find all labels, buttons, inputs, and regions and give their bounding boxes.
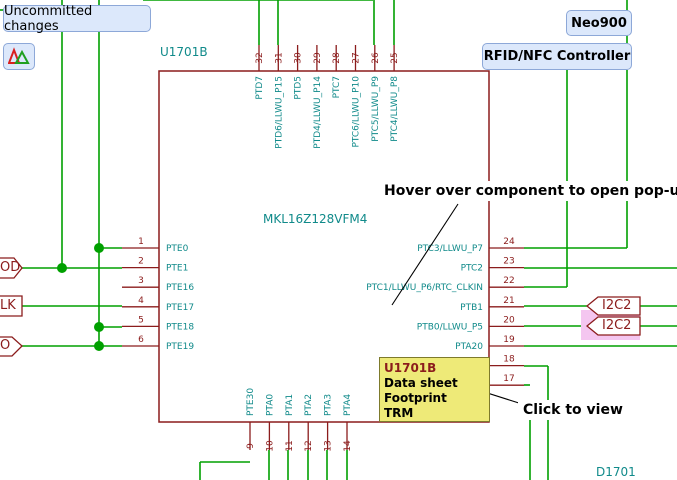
pin-number-32: 32 xyxy=(255,52,265,63)
hierarchical-labels[interactable] xyxy=(0,257,641,357)
pin-number-20: 20 xyxy=(503,315,515,325)
pin-name-3: PTE16 xyxy=(166,283,194,293)
triangles-icon xyxy=(8,46,30,64)
pin-name-24: PTC3/LLWU_P7 xyxy=(417,244,483,254)
popup-trm-link[interactable]: TRM xyxy=(384,406,414,420)
pin-number-30: 30 xyxy=(294,52,304,64)
pin-name-27: PTC6/LLWU_P10 xyxy=(352,76,362,148)
pin-name-23: PTC2 xyxy=(461,264,483,274)
pin-name-5: PTE18 xyxy=(166,322,194,332)
pin-name-20: PTB0/LLWU_P5 xyxy=(417,322,483,332)
net-label-i2c2-b[interactable]: I2C2 xyxy=(602,318,632,333)
neo900-label: Neo900 xyxy=(571,15,627,31)
pin-number-28: 28 xyxy=(332,52,342,64)
component-pins xyxy=(122,45,524,450)
popup-datasheet-link[interactable]: Data sheet xyxy=(384,376,458,390)
click-callout: Click to view xyxy=(518,400,628,420)
pin-number-22: 22 xyxy=(503,276,514,286)
pin-number-21: 21 xyxy=(503,296,514,306)
pin-name-30: PTD5 xyxy=(294,76,304,100)
pin-number-26: 26 xyxy=(371,52,381,64)
pin-name-11: PTA1 xyxy=(285,394,295,416)
pin-number-19: 19 xyxy=(503,335,515,345)
pin-name-29: PTD4/LLWU_P14 xyxy=(313,76,323,149)
pin-name-1: PTE0 xyxy=(166,244,189,254)
pin-number-25: 25 xyxy=(390,52,400,63)
net-label-lk[interactable]: LK xyxy=(0,298,16,313)
pin-number-5: 5 xyxy=(138,315,144,325)
pin-name-13: PTA3 xyxy=(324,394,334,416)
pin-name-19: PTA20 xyxy=(455,342,483,352)
hover-arrow xyxy=(391,203,459,306)
pin-number-29: 29 xyxy=(313,52,323,64)
pin-name-4: PTE17 xyxy=(166,303,194,313)
net-label-od[interactable]: OD xyxy=(0,260,21,275)
pin-name-9: PTE30 xyxy=(246,388,256,416)
pin-number-11: 11 xyxy=(285,440,295,451)
pin-name-21: PTB1 xyxy=(460,303,483,313)
uncommitted-changes-label: Uncommitted changes xyxy=(4,3,93,34)
pin-number-12: 12 xyxy=(304,440,314,451)
pin-name-22: PTC1/LLWU_P6/RTC_CLKIN xyxy=(366,283,483,293)
pin-number-31: 31 xyxy=(274,52,284,63)
pin-number-3: 3 xyxy=(138,276,144,286)
pin-name-10: PTA0 xyxy=(265,394,275,416)
component-ref: U1701B xyxy=(160,45,208,59)
component-body[interactable] xyxy=(158,70,490,423)
pin-number-13: 13 xyxy=(324,440,334,451)
pin-number-6: 6 xyxy=(138,335,144,345)
pin-number-18: 18 xyxy=(503,355,515,365)
pin-number-2: 2 xyxy=(138,257,144,267)
pin-number-10: 10 xyxy=(265,440,275,452)
net-label-o-shape[interactable] xyxy=(0,336,23,357)
pin-number-17: 17 xyxy=(503,374,514,384)
net-label-i2c2-a-shape[interactable] xyxy=(585,296,641,316)
pin-number-14: 14 xyxy=(343,440,353,452)
net-label-lk-shape[interactable] xyxy=(0,295,23,317)
pin-number-4: 4 xyxy=(138,296,144,306)
popup-footprint-link[interactable]: Footprint xyxy=(384,391,447,405)
hover-callout: Hover over component to open pop-up xyxy=(380,181,677,201)
component-part-number: MKL16Z128VFM4 xyxy=(263,212,368,226)
neo900-button[interactable]: Neo900 xyxy=(566,10,632,36)
net-label-o[interactable]: O xyxy=(0,338,11,353)
sheet-title-label: RFID/NFC Controller xyxy=(483,49,631,64)
uncommitted-changes-button[interactable]: Uncommitted changes xyxy=(3,3,151,34)
pin-number-1: 1 xyxy=(138,237,144,247)
pin-name-12: PTA2 xyxy=(304,394,314,416)
net-junctions xyxy=(57,243,104,351)
popup-title: U1701B xyxy=(384,361,437,375)
pin-labels: 32PTD731PTD6/LLWU_P1530PTD529PTD4/LLWU_P… xyxy=(138,52,515,452)
component-ref-2: D1701 xyxy=(596,465,636,479)
pin-number-24: 24 xyxy=(503,237,515,247)
pin-name-26: PTC5/LLWU_P9 xyxy=(371,76,381,142)
pin-name-6: PTE19 xyxy=(166,342,194,352)
pin-name-31: PTD6/LLWU_P15 xyxy=(274,76,284,149)
pin-name-32: PTD7 xyxy=(255,76,265,100)
sheet-title-button[interactable]: RFID/NFC Controller xyxy=(482,43,632,70)
pin-name-2: PTE1 xyxy=(166,264,188,274)
net-label-i2c2-a[interactable]: I2C2 xyxy=(602,298,632,313)
component-popup: U1701B Data sheet Footprint TRM xyxy=(379,357,490,422)
toggle-view-button[interactable] xyxy=(3,43,35,70)
pin-number-23: 23 xyxy=(503,257,514,267)
pin-name-28: PTC7 xyxy=(332,76,342,98)
pin-number-9: 9 xyxy=(246,443,256,449)
pin-number-27: 27 xyxy=(352,52,362,63)
net-label-i2c2-b-shape[interactable] xyxy=(585,316,641,336)
net-label-od-shape[interactable] xyxy=(0,257,23,279)
pin-name-25: PTC4/LLWU_P8 xyxy=(390,76,400,142)
pin-name-14: PTA4 xyxy=(343,394,353,416)
